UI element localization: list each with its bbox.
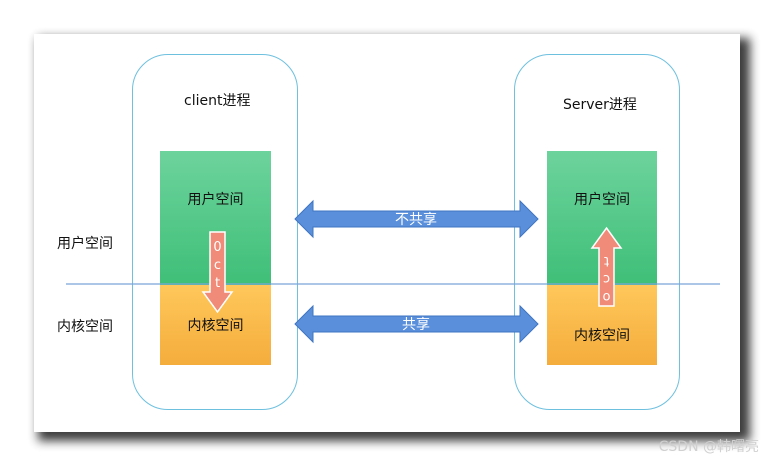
server-arrow-char-3: t bbox=[604, 253, 609, 268]
shared-label: 共享 bbox=[402, 316, 430, 333]
shared-double-arrow bbox=[294, 304, 539, 344]
server-kernel-space-label: 内核空间 bbox=[574, 328, 630, 344]
client-arrow-char-1: 0 bbox=[213, 240, 221, 255]
server-arrow-char-1: o bbox=[602, 289, 610, 304]
server-arrow-char-2: c bbox=[603, 271, 610, 286]
server-copy-up-arrow bbox=[590, 226, 623, 307]
server-user-space-label: 用户空间 bbox=[574, 192, 630, 208]
client-process-title: client进程 bbox=[184, 93, 251, 109]
client-arrow-char-2: c bbox=[214, 258, 221, 273]
server-process-box bbox=[514, 54, 680, 410]
side-label-kernel-space: 内核空间 bbox=[57, 319, 113, 335]
client-copy-down-arrow bbox=[201, 231, 234, 314]
client-process-box bbox=[132, 54, 298, 410]
not-shared-double-arrow bbox=[294, 199, 539, 239]
not-shared-label: 不共享 bbox=[395, 211, 437, 228]
client-arrow-char-3: t bbox=[215, 276, 220, 291]
client-kernel-space-label: 内核空间 bbox=[187, 318, 244, 334]
server-process-title: Server进程 bbox=[563, 97, 637, 113]
side-label-user-space: 用户空间 bbox=[57, 236, 113, 252]
client-user-space-label: 用户空间 bbox=[187, 192, 244, 208]
watermark: CSDN @韩曙亮 bbox=[658, 439, 759, 455]
